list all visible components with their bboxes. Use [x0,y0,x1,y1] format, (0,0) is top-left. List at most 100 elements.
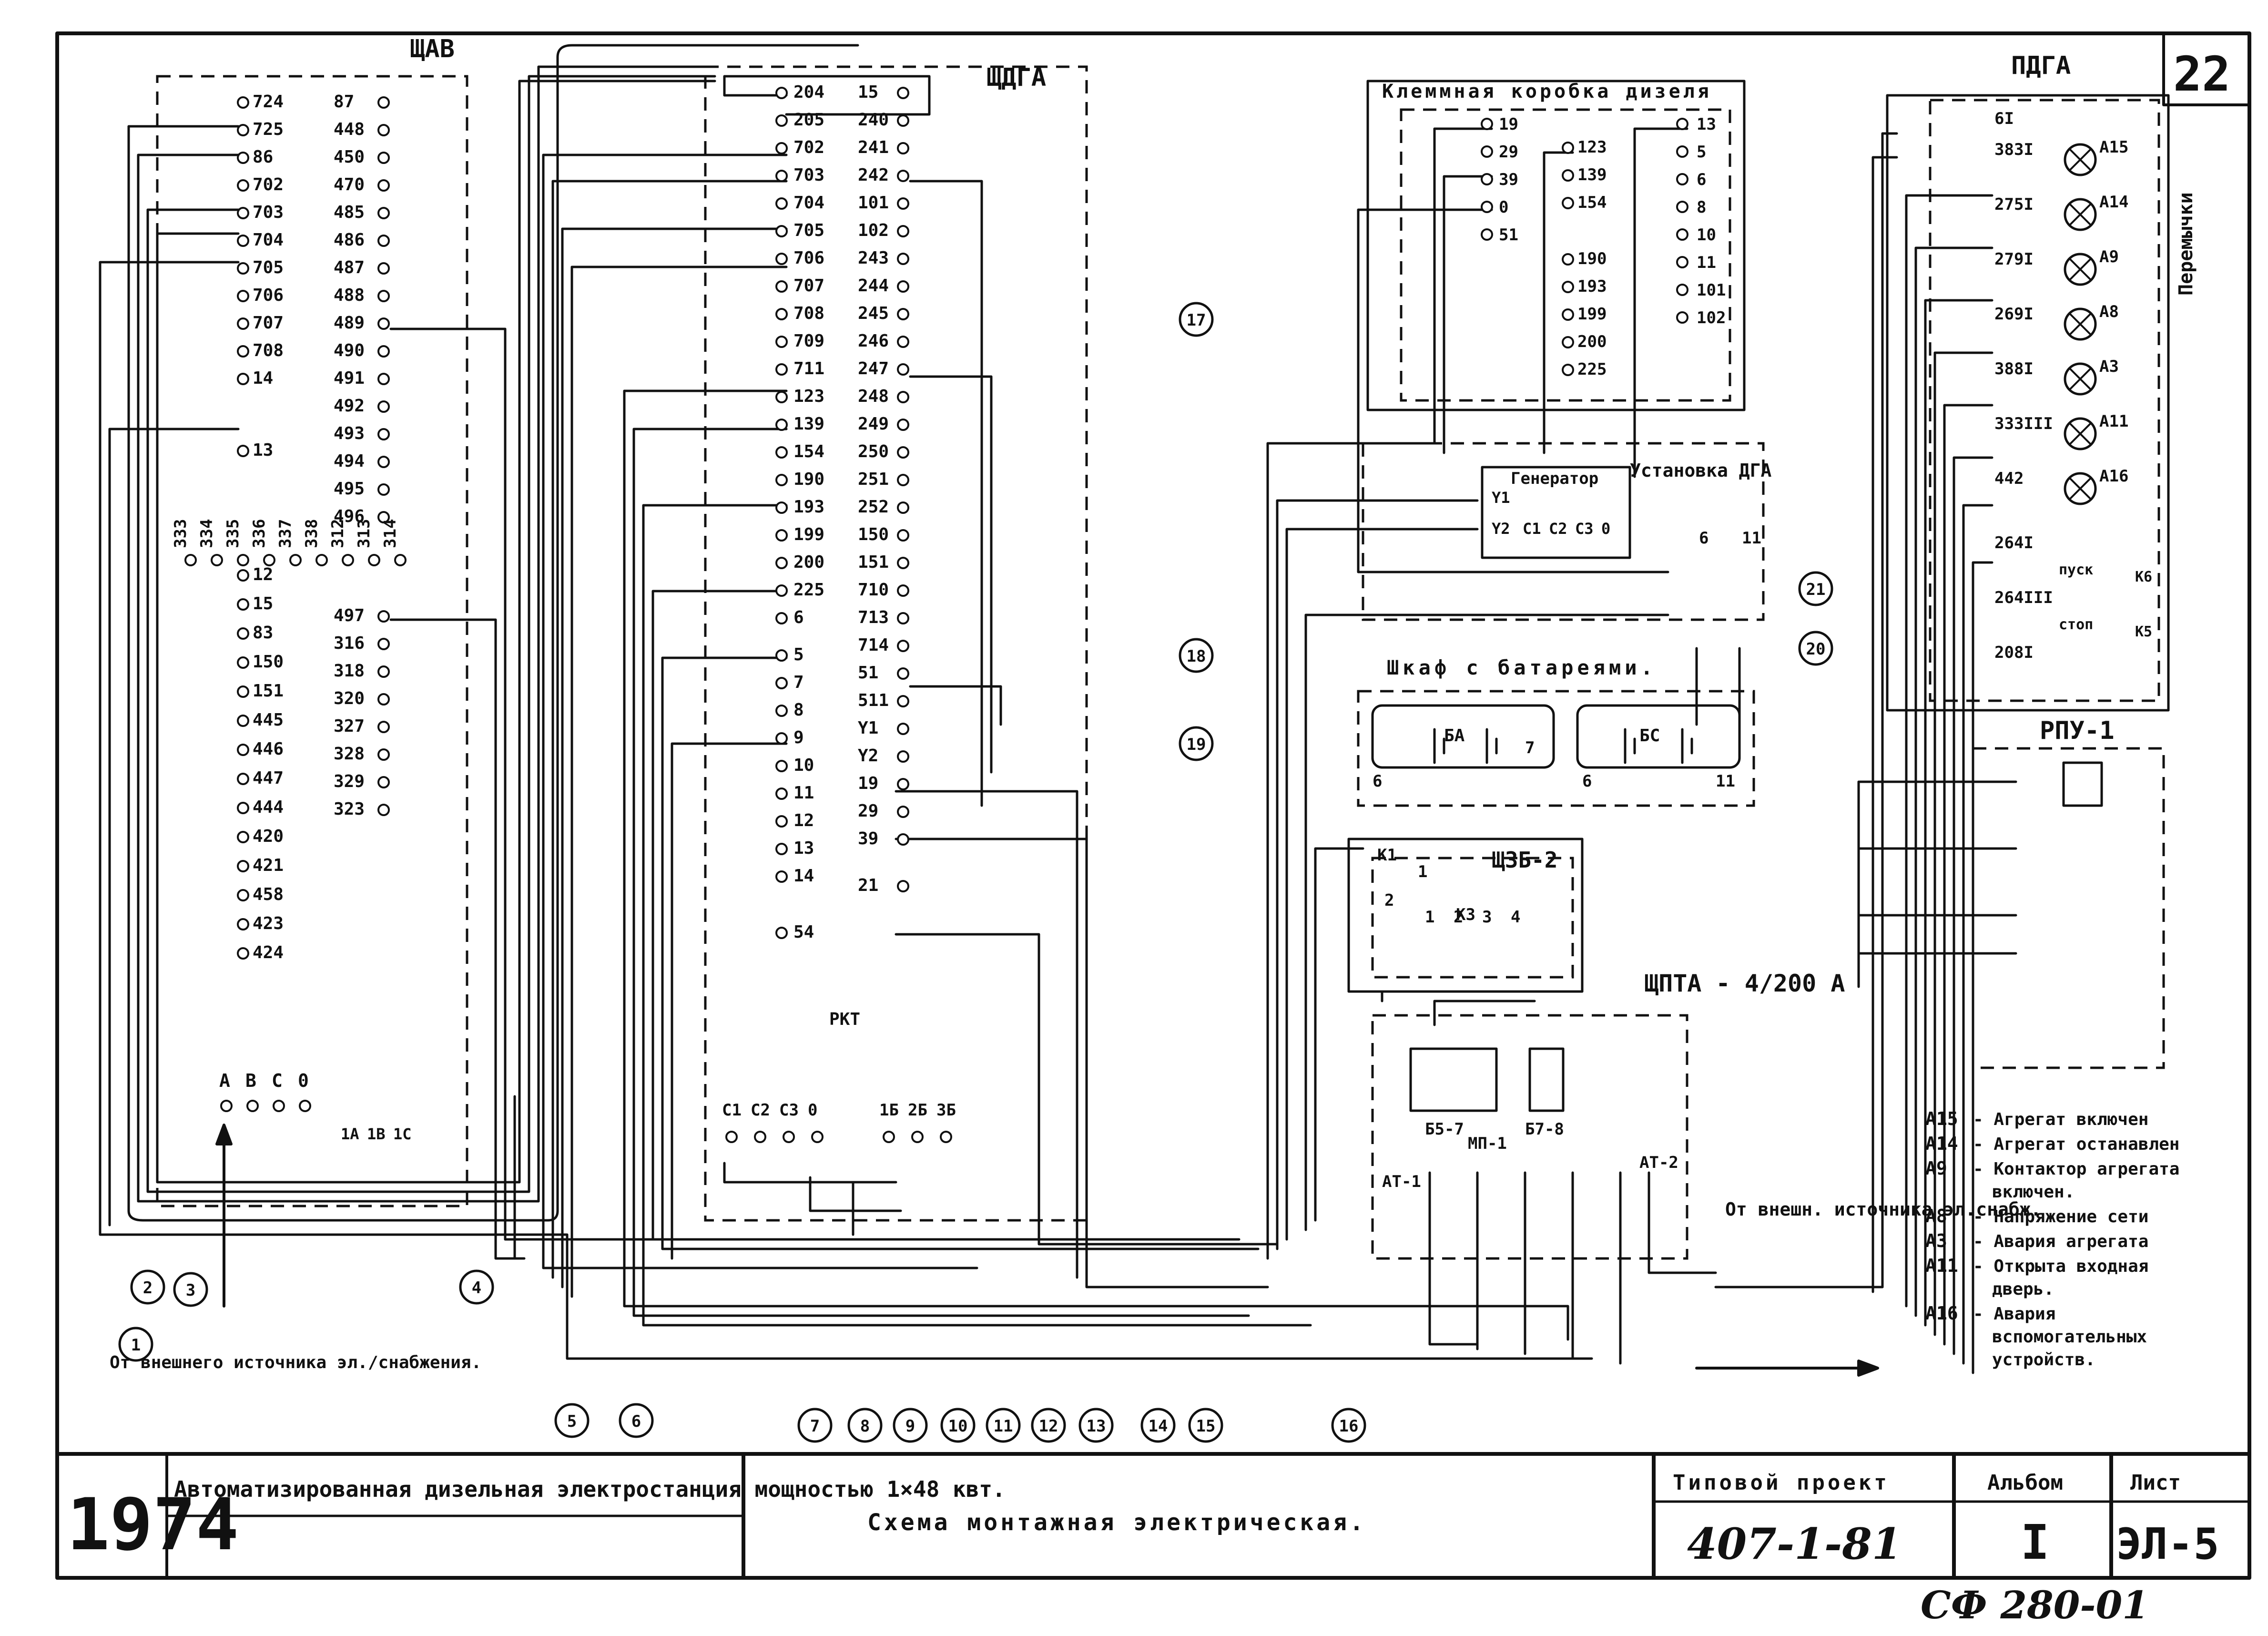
typical-project-number: 407-1-81 [1687,1519,1902,1569]
schav-terminal: 725 [253,120,284,139]
terminal-node [775,760,788,772]
schpta-block-label: АТ-1 [1382,1172,1421,1191]
schav-terminal: 87 [334,92,354,112]
schav-phase-label: 0 [298,1070,309,1091]
legend-text: - Авария агрегата [1973,1232,2148,1251]
panel-diesel-box [1366,80,1746,411]
diesel-terminal: 13 [1697,115,1716,134]
terminal-node [237,152,249,164]
terminal-node [1676,284,1688,296]
schdga-terminal: 9 [793,728,804,747]
terminal-node [377,235,390,247]
indicator-lamp-icon [2064,307,2097,341]
terminal-node [237,918,249,930]
terminal-node [377,776,390,788]
terminal-node [377,317,390,330]
battery-label: БА [1444,726,1465,746]
schdga-terminal: 29 [858,801,878,821]
schdga-terminal: 39 [858,829,878,849]
schdga-terminal: 14 [793,866,814,886]
schdga-terminal: 245 [858,304,889,323]
generator-terminal: C3 [1575,520,1594,538]
schpta-title: ЩПТА - 4/200 А [1644,970,1845,997]
svg-text:1: 1 [131,1336,141,1355]
terminal-node [897,225,909,237]
svg-text:21: 21 [1806,580,1826,599]
svg-text:10: 10 [948,1417,968,1436]
schav-phase-label: C [272,1070,283,1091]
generator-terminal: C1 [1523,520,1541,538]
schav-terminal: 447 [253,768,284,788]
schav-terminal: 446 [253,739,284,759]
schzg-terminal: 3 [1482,908,1492,927]
diesel-terminal: 19 [1499,115,1518,134]
callout-marker: 11 [986,1408,1021,1443]
panel-schdga [704,65,1088,1222]
svg-text:2: 2 [143,1278,153,1298]
schav-terminal: 420 [253,827,284,846]
terminal-node [897,750,909,763]
terminal-node [775,114,788,127]
terminal-node [377,483,390,496]
indicator-lamp-icon [2064,198,2097,231]
terminal-node [775,787,788,800]
svg-text:19: 19 [1187,735,1206,754]
schdga-terminal: 5 [793,645,804,665]
terminal-node [237,860,249,872]
terminal-node [1676,118,1688,130]
terminal-node [1562,142,1574,154]
schdga-terminal: 705 [793,221,824,240]
year: 1974 [67,1483,239,1566]
svg-text:3: 3 [186,1281,195,1300]
sheet-number: 22 [2173,46,2230,102]
schav-terminal: 705 [253,258,284,277]
terminal-node [897,584,909,597]
schdga-terminal: 241 [858,138,889,157]
schav-terminal: 491 [334,368,365,388]
callout-marker: 20 [1798,631,1833,666]
terminal-node [237,802,249,814]
schzg-terminal: K1 [1377,846,1397,865]
legend-code: А3 [1925,1230,1947,1251]
schdga-terminal: 193 [793,497,824,517]
schav-breaker-label: 1B [367,1125,386,1143]
battery-terminal: 11 [1716,772,1735,791]
terminal-node [775,280,788,293]
schav-terminal-vertical: 335 [224,519,243,548]
terminal-node [897,501,909,514]
terminal-node [377,748,390,761]
legend-code: А8 [1925,1206,1947,1227]
schav-terminal: 444 [253,798,284,817]
schdga-terminal: 19 [858,774,878,793]
drawing-title: Схема монтажная электрическая. [867,1509,1366,1536]
schav-terminal: 151 [253,681,284,701]
schdga-terminal: 248 [858,387,889,406]
schav-terminal: 488 [334,286,365,305]
svg-text:20: 20 [1806,640,1826,659]
callout-marker: 19 [1179,726,1214,761]
lamp-label: A3 [2099,357,2119,376]
terminal-node [237,889,249,901]
battery-terminal: 7 [1525,738,1535,757]
schdga-terminal: 10 [793,756,814,775]
schdga-terminal: 154 [793,442,824,461]
schav-terminal: 86 [253,147,273,167]
schav-terminal: 458 [253,885,284,904]
battery-terminal: 6 [1373,772,1382,791]
callout-marker: 15 [1188,1408,1223,1443]
svg-text:5: 5 [567,1412,577,1431]
panel-schav [156,75,468,1207]
schav-terminal-vertical: 314 [381,519,400,548]
callout-marker: 6 [619,1403,654,1438]
terminal-node [1481,201,1493,213]
terminal-node [377,693,390,706]
schdga-bottom-label: C1 [722,1101,742,1120]
terminal-node [897,640,909,652]
schdga-terminal: 7 [793,673,804,692]
schdga-terminal: Y2 [858,746,878,766]
terminal-node [775,336,788,348]
terminal-node [237,627,249,640]
diesel-terminal: 6 [1697,170,1706,189]
diesel-terminal: 225 [1577,360,1607,379]
pdga-terminal: 208I [1994,643,2034,662]
